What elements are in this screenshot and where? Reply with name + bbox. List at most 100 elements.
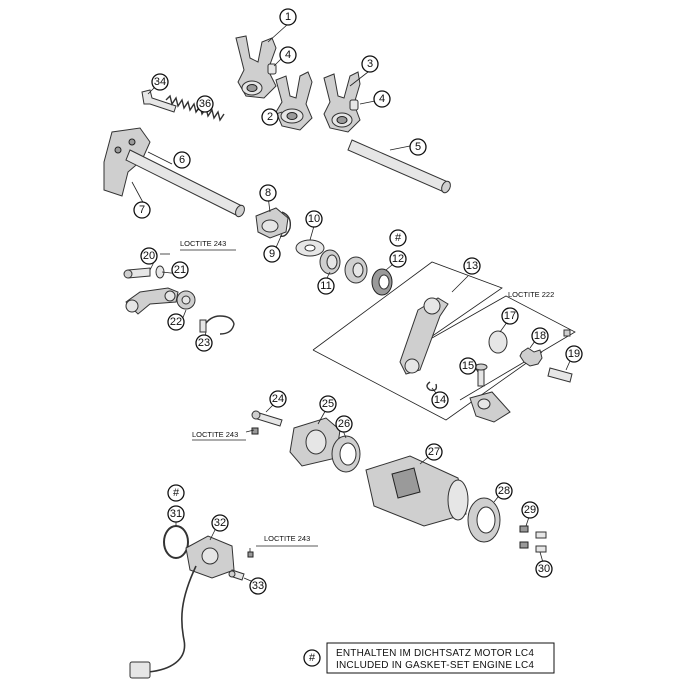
callout-32: 32 <box>211 514 229 532</box>
bolt-19 <box>547 329 573 383</box>
loctite-note-top-left: LOCTITE 243 <box>180 239 226 248</box>
callout-14: 14 <box>431 391 449 409</box>
callout-12-hash: # <box>389 229 407 247</box>
callout-3: 3 <box>361 55 379 73</box>
shift-drum-27 <box>365 455 469 527</box>
shift-fork-1 <box>235 35 277 99</box>
washer-17 <box>488 330 508 354</box>
loctite-notes: LOCTITE 243 LOCTITE 222 LOCTITE 243 LOCT… <box>180 239 554 547</box>
callout-label: 21 <box>174 264 186 276</box>
callout-15: 15 <box>459 357 477 375</box>
spring-29 <box>519 525 529 549</box>
callout-label: 29 <box>524 504 536 516</box>
spring-36 <box>165 94 225 122</box>
bearing-26 <box>331 435 361 473</box>
shift-drum-segment-25 <box>289 417 341 467</box>
legend-line-1: ENTHALTEN IM DICHTSATZ MOTOR LC4 <box>336 648 534 659</box>
callout-label: 24 <box>272 393 284 405</box>
legend-line-2: INCLUDED IN GASKET-SET ENGINE LC4 <box>336 660 534 671</box>
washer-10 <box>295 239 325 257</box>
callout-8: 8 <box>259 184 277 202</box>
callout-label: 18 <box>534 330 546 342</box>
shift-fork-shaft <box>347 139 451 194</box>
needle-bearing-11b <box>344 256 368 284</box>
callout-label: 5 <box>415 141 421 153</box>
guide-pin-4a <box>267 63 277 75</box>
star-nut-18 <box>519 347 543 367</box>
callout-2: 2 <box>261 108 279 126</box>
callout-label: 13 <box>466 260 478 272</box>
callout-19: 19 <box>565 345 583 363</box>
bolt-24 <box>251 410 283 435</box>
callout-10: 10 <box>305 210 323 228</box>
callout-label: 6 <box>179 154 185 166</box>
loctite-note-sensor-screw: LOCTITE 243 <box>264 534 310 543</box>
callout-28: 28 <box>495 482 513 500</box>
callout-label: 22 <box>170 316 182 328</box>
callout-label: 30 <box>538 563 550 575</box>
callout-1: 1 <box>279 8 297 26</box>
callout-label: 15 <box>462 360 474 372</box>
pin-30 <box>535 531 547 553</box>
callout-label: 4 <box>379 93 385 105</box>
callout-label: 7 <box>139 204 145 216</box>
callout-label: # <box>395 232 402 244</box>
callout-label: 12 <box>392 253 404 265</box>
callout-17: 17 <box>501 307 519 325</box>
callout-label: 2 <box>267 111 273 123</box>
callout-21: 21 <box>171 261 189 279</box>
callout-label: 27 <box>428 446 440 458</box>
legend: # ENTHALTEN IM DICHTSATZ MOTOR LC4 INCLU… <box>303 642 555 674</box>
bearing-28 <box>467 497 501 543</box>
callout-label: 11 <box>320 280 331 292</box>
shift-fork-2 <box>275 71 313 131</box>
callout-label: 9 <box>269 248 275 260</box>
callout-33: 33 <box>249 577 267 595</box>
callout-label: # <box>173 487 180 499</box>
shift-lever-8 <box>255 207 289 239</box>
callout-label: 33 <box>252 580 264 592</box>
callout-7: 7 <box>133 201 151 219</box>
callout-9: 9 <box>263 245 281 263</box>
callout-11: 11 <box>317 277 335 295</box>
callout-13: 13 <box>463 257 481 275</box>
cam-bushing <box>469 391 511 423</box>
ratchet-lever-13 <box>399 297 449 375</box>
seal-ring-12 <box>371 268 393 296</box>
callout-label: 20 <box>143 250 155 262</box>
callout-label: 14 <box>434 394 446 406</box>
callout-23: 23 <box>195 334 213 352</box>
spring-23 <box>199 315 235 335</box>
callout-5: 5 <box>409 138 427 156</box>
callout-label: 3 <box>367 58 373 70</box>
callout-label: 28 <box>498 485 510 497</box>
shift-shaft <box>103 127 245 218</box>
callout-label: 32 <box>214 517 226 529</box>
legend-box <box>326 642 555 674</box>
guide-pin-4b <box>349 99 359 111</box>
callout-label: 8 <box>265 187 271 199</box>
callout-12: 12 <box>389 250 407 268</box>
callout-27: 27 <box>425 443 443 461</box>
callout-26: 26 <box>335 415 353 433</box>
callout-25: 25 <box>319 395 337 413</box>
gear-position-sensor-32 <box>129 535 235 679</box>
callout-18: 18 <box>531 327 549 345</box>
callout-31-hash: # <box>167 484 185 502</box>
callout-label: 1 <box>285 11 291 23</box>
screw-33 <box>228 551 254 581</box>
callout-label: 10 <box>308 213 320 225</box>
callout-label: 4 <box>285 49 291 61</box>
callout-label: 19 <box>568 348 580 360</box>
pin-15 <box>474 363 488 387</box>
o-ring-31 <box>163 525 189 559</box>
callout-4a: 4 <box>279 46 297 64</box>
callout-24: 24 <box>269 390 287 408</box>
callout-31: 31 <box>167 505 185 523</box>
needle-bearing-11a <box>319 249 341 275</box>
circlip-9 <box>279 211 292 238</box>
callout-4b: 4 <box>373 90 391 108</box>
callout-6: 6 <box>173 151 191 169</box>
roller-22 <box>176 290 196 310</box>
